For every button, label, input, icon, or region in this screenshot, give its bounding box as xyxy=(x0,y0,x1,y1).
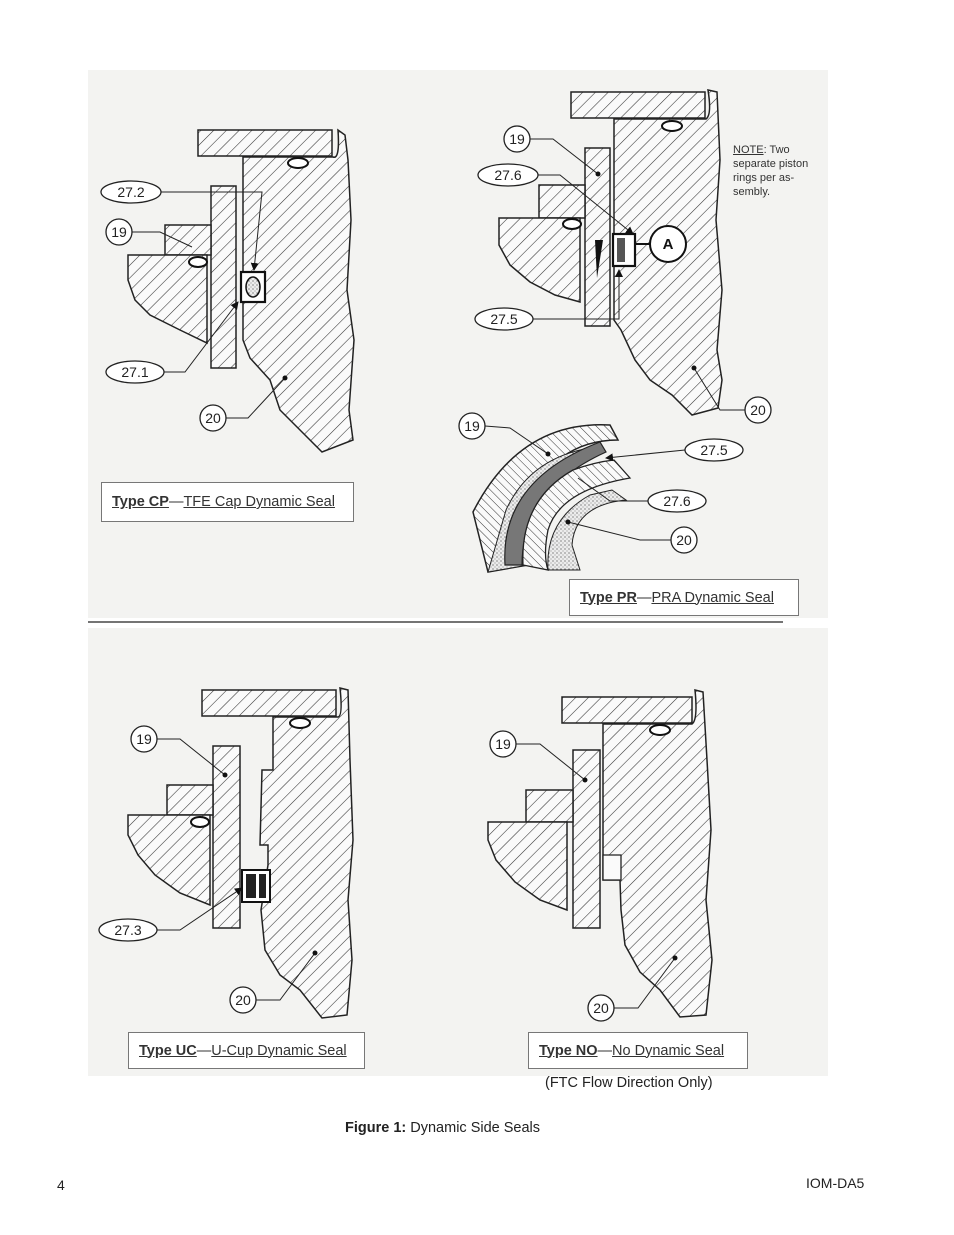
svg-text:27.2: 27.2 xyxy=(117,184,144,200)
svg-text:27.5: 27.5 xyxy=(490,311,517,327)
type-cp-callouts: 27.2 19 27.1 20 xyxy=(100,180,288,432)
svg-text:27.1: 27.1 xyxy=(121,364,148,380)
svg-text:27.6: 27.6 xyxy=(494,167,521,183)
svg-text:19: 19 xyxy=(111,224,127,240)
svg-text:A: A xyxy=(663,236,674,253)
caption-type-cp: Type CP— TFE Cap Dynamic Seal xyxy=(101,482,354,522)
svg-text:20: 20 xyxy=(205,410,221,426)
piston-ring-note: NOTE: Two separate piston rings per as-s… xyxy=(733,144,809,198)
caption-type-uc: Type UC — U-Cup Dynamic Seal xyxy=(128,1032,365,1069)
type-no-diagram xyxy=(487,689,713,1018)
type-uc-callouts: 19 27.3 20 xyxy=(98,725,318,1014)
svg-text:19: 19 xyxy=(464,418,480,434)
svg-text:20: 20 xyxy=(676,532,692,548)
svg-text:19: 19 xyxy=(509,131,525,147)
figure-caption: Figure 1: Dynamic Side Seals xyxy=(345,1120,541,1136)
caption-type-pr: Type PR — PRA Dynamic Seal xyxy=(569,579,799,616)
svg-text:27.6: 27.6 xyxy=(663,493,690,509)
page-number: 4 xyxy=(57,1177,65,1193)
ftc-flow-note: (FTC Flow Direction Only) xyxy=(545,1075,713,1091)
type-pr-diagram: A xyxy=(498,89,723,416)
svg-text:19: 19 xyxy=(136,731,152,747)
svg-text:20: 20 xyxy=(593,1000,609,1016)
svg-text:19: 19 xyxy=(495,736,511,752)
caption-type-no: Type NO — No Dynamic Seal xyxy=(528,1032,748,1069)
type-pr-detail-view xyxy=(472,424,632,573)
type-uc-diagram xyxy=(127,687,354,1019)
svg-text:27.3: 27.3 xyxy=(114,922,141,938)
document-id: IOM-DA5 xyxy=(806,1175,865,1191)
svg-text:20: 20 xyxy=(235,992,251,1008)
type-cp-diagram xyxy=(127,128,355,453)
type-no-callouts: 19 20 xyxy=(489,730,678,1022)
type-pr-detail-callouts: 19 27.5 27.6 20 xyxy=(458,412,744,554)
type-pr-callouts: 19 27.6 27.5 20 xyxy=(474,125,772,424)
svg-text:27.5: 27.5 xyxy=(700,442,727,458)
svg-text:20: 20 xyxy=(750,402,766,418)
